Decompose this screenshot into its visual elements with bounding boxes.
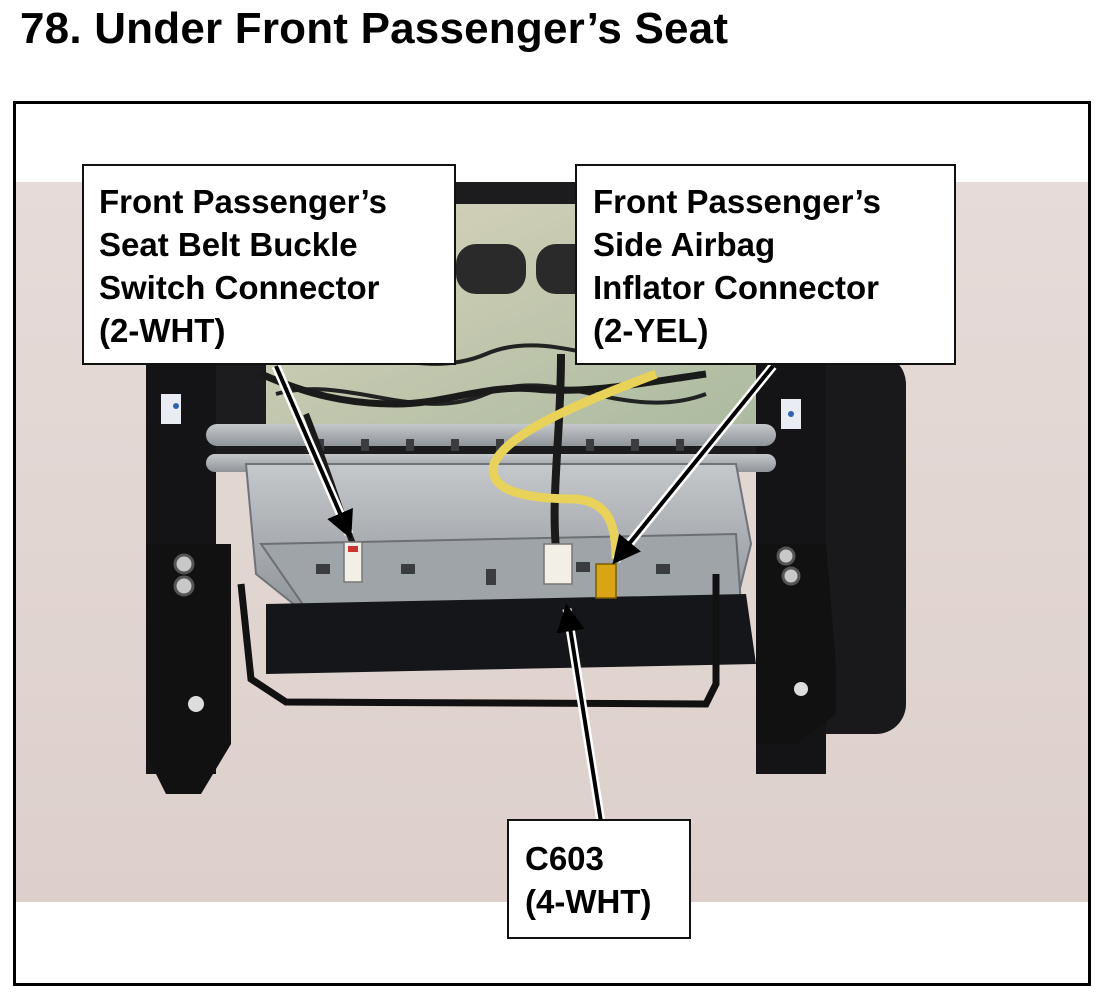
callout-line: Seat Belt Buckle [99,226,358,263]
airbag-arrow [612,364,775,565]
callout-side-airbag-connector: Front Passenger’s Side Airbag Inflator C… [575,164,956,365]
callout-seat-belt-buckle-connector: Front Passenger’s Seat Belt Buckle Switc… [82,164,456,365]
page-title: 78. Under Front Passenger’s Seat [20,4,729,53]
callout-line: Switch Connector [99,269,380,306]
c603-connector [543,543,573,585]
callout-line: (4-WHT) [525,883,652,920]
callout-line: Front Passenger’s [99,183,387,220]
callout-line: Front Passenger’s [593,183,881,220]
callout-line: Inflator Connector [593,269,879,306]
callout-line: C603 [525,840,604,877]
callout-line: Side Airbag [593,226,776,263]
buckle-arrow [274,365,353,540]
callout-line: (2-WHT) [99,312,226,349]
callout-line: (2-YEL) [593,312,709,349]
airbag-connector [595,563,617,599]
yellow-harness [488,369,658,560]
callout-c603-connector: C603 (4-WHT) [507,819,691,939]
c603-arrow [556,603,603,823]
